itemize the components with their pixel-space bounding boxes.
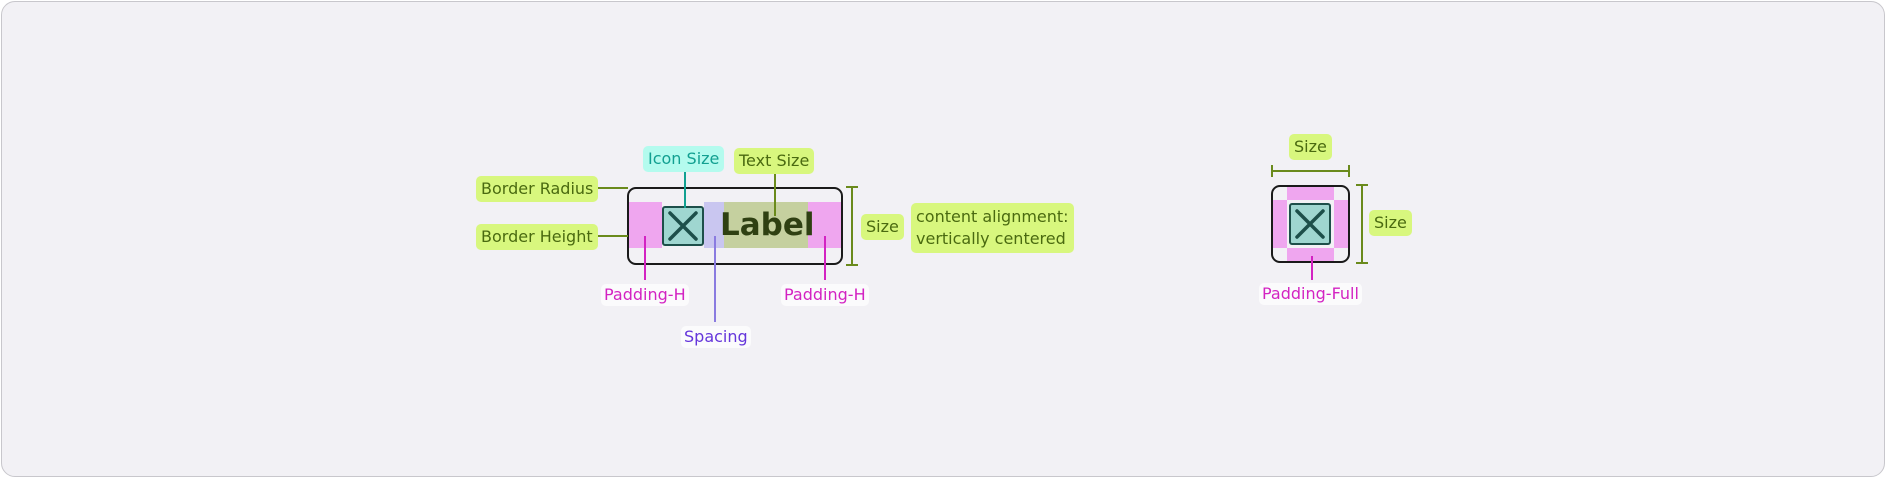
icon-size-leader	[684, 172, 686, 208]
padding-h-left-annotation: Padding-H	[601, 284, 689, 306]
size-bracket-top-cap	[846, 186, 858, 188]
border-radius-annotation: Border Radius	[476, 176, 599, 202]
width-size-bracket-right-cap	[1348, 165, 1350, 177]
padding-h-left-leader	[644, 236, 646, 280]
width-size-annotation: Size	[1289, 134, 1332, 160]
height-size-bracket-top-cap	[1356, 184, 1368, 186]
size-bracket	[851, 187, 853, 265]
border-height-leader	[598, 235, 628, 237]
spacing-leader	[714, 236, 716, 322]
padding-full-leader	[1311, 256, 1313, 280]
height-size-bracket-bottom-cap	[1356, 262, 1368, 264]
width-size-bracket	[1272, 170, 1350, 172]
padding-full-left	[1272, 200, 1287, 248]
button-label: Label	[720, 207, 815, 243]
size-bracket-bottom-cap	[846, 264, 858, 266]
spacing-annotation: Spacing	[681, 326, 751, 348]
content-alignment-line2: vertically centered	[916, 229, 1066, 248]
close-icon	[662, 206, 704, 246]
padding-full-annotation: Padding-Full	[1259, 283, 1362, 305]
content-alignment-annotation: content alignment: vertically centered	[911, 203, 1074, 253]
border-height-annotation: Border Height	[476, 224, 598, 250]
text-size-annotation: Text Size	[734, 148, 815, 174]
text-size-leader	[774, 174, 776, 216]
border-radius-leader	[598, 187, 628, 189]
button-outline	[627, 187, 843, 265]
close-icon	[1289, 203, 1331, 245]
text-area	[724, 202, 808, 248]
padding-h-right-leader	[824, 236, 826, 280]
padding-full-top	[1287, 186, 1334, 200]
height-size-bracket	[1361, 185, 1363, 263]
padding-full-bottom	[1287, 248, 1334, 262]
padding-h-right-annotation: Padding-H	[781, 284, 869, 306]
icon-button-outline	[1271, 185, 1350, 263]
height-size-annotation: Size	[1369, 210, 1412, 236]
spacing-area	[704, 202, 724, 248]
width-size-bracket-left-cap	[1271, 165, 1273, 177]
icon-size-annotation: Icon Size	[643, 146, 725, 172]
content-alignment-line1: content alignment:	[916, 207, 1069, 226]
size-annotation: Size	[861, 214, 904, 240]
padding-full-right	[1334, 200, 1349, 248]
